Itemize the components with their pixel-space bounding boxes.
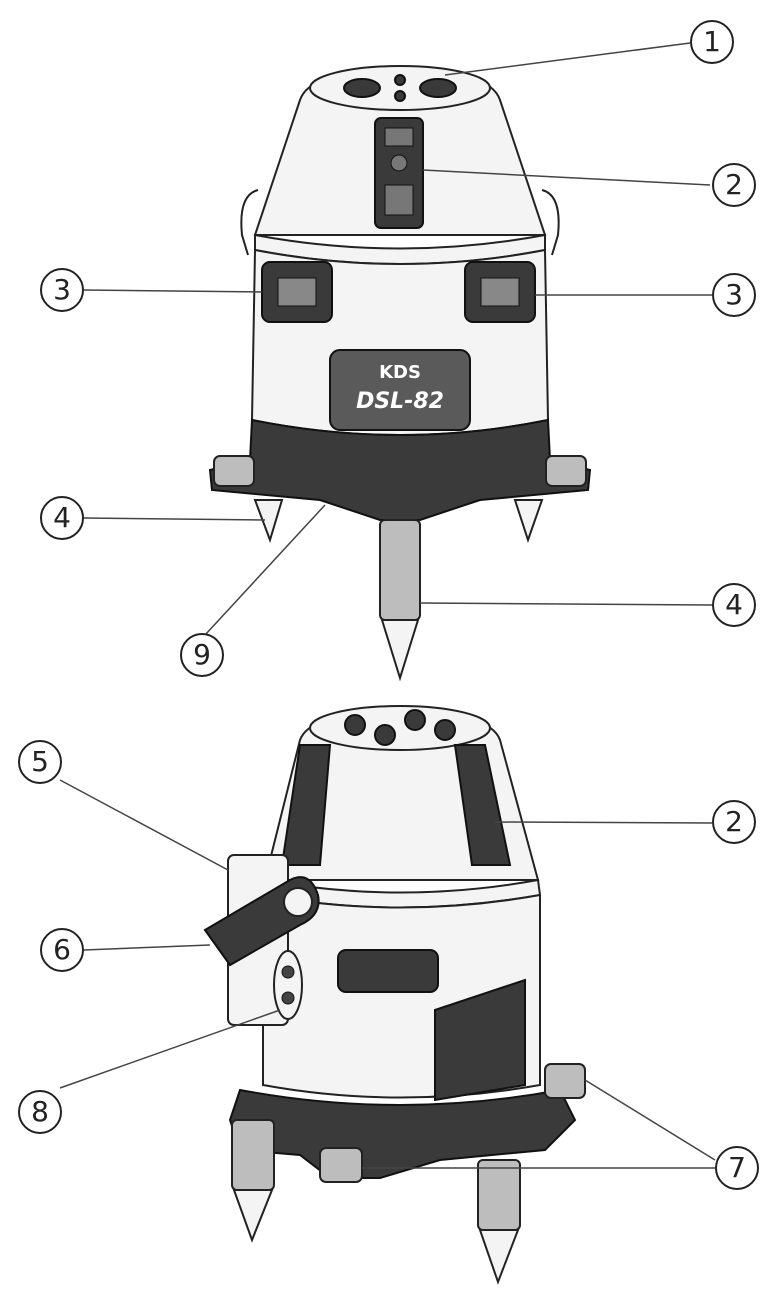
callout-9: 9 xyxy=(180,633,224,677)
leg-rear-front-tip xyxy=(478,1229,520,1285)
battery-dial xyxy=(273,950,303,1020)
leaders-top xyxy=(83,42,713,636)
callout-5: 5 xyxy=(18,740,62,784)
tripod-base-rear xyxy=(228,1088,577,1179)
top-indicator-2 xyxy=(394,90,406,102)
handle-left xyxy=(240,189,259,256)
callout-1: 1 xyxy=(690,20,734,64)
side-window-left-lens xyxy=(277,277,317,307)
leader-2-top xyxy=(422,169,711,186)
laser-level-rear-view xyxy=(203,705,586,1285)
brand-plate xyxy=(329,349,471,431)
top-control-panel xyxy=(309,65,491,111)
leg-rear-front-shaft xyxy=(477,1159,521,1231)
dial-dot-2 xyxy=(281,991,295,1005)
top-control-panel-rear xyxy=(309,705,491,751)
leg-front-shaft xyxy=(379,519,421,621)
level-knob-left xyxy=(213,455,255,487)
callout-3-left: 3 xyxy=(40,268,84,312)
power-switch xyxy=(337,949,439,993)
leader-4-left xyxy=(83,517,266,521)
leader-7-a xyxy=(584,1079,716,1161)
leader-9 xyxy=(204,504,326,636)
rear-top-button-3 xyxy=(404,709,426,731)
receiver-panel xyxy=(434,978,526,1102)
leaders-bottom xyxy=(59,779,716,1169)
laser-window-slot-lower xyxy=(384,184,414,216)
callout-7: 7 xyxy=(715,1146,759,1190)
callout-8: 8 xyxy=(18,1090,62,1134)
laser-level-front-view: KDS DSL-82 xyxy=(208,65,592,682)
leg-front-tip xyxy=(380,619,420,682)
top-button-left xyxy=(343,78,381,98)
laser-window-rear-left xyxy=(280,744,332,866)
dial-dot-1 xyxy=(281,965,295,979)
brand-label: KDS xyxy=(379,362,421,383)
callout-4-left: 4 xyxy=(40,496,84,540)
rear-top-button-2 xyxy=(374,724,396,746)
laser-window-rear-right xyxy=(453,744,512,866)
leg-rear-left-tip xyxy=(232,1189,274,1243)
model-label: DSL-82 xyxy=(356,389,444,414)
callout-2-top: 2 xyxy=(712,163,756,207)
laser-window-slot xyxy=(384,127,414,147)
rear-top-button-4 xyxy=(434,719,456,741)
top-indicator xyxy=(394,74,406,86)
level-knob-rear-right xyxy=(544,1063,586,1099)
side-window-right-lens xyxy=(480,277,520,307)
callout-2-bottom: 2 xyxy=(712,800,756,844)
level-knob-rear-front xyxy=(319,1147,363,1183)
callout-3-right: 3 xyxy=(712,273,756,317)
rear-top-button-1 xyxy=(344,714,366,736)
level-knob-right xyxy=(545,455,587,487)
leader-5 xyxy=(59,779,229,871)
leader-8 xyxy=(59,1009,281,1089)
leader-3-left xyxy=(83,289,263,293)
handle-right xyxy=(541,189,560,256)
leader-2-bottom xyxy=(494,821,713,824)
leader-4-right xyxy=(419,602,713,606)
leg-rear-left-shaft xyxy=(231,1119,275,1191)
leader-6 xyxy=(83,944,211,951)
top-button-right xyxy=(419,78,457,98)
callout-6: 6 xyxy=(40,928,84,972)
callout-4-right: 4 xyxy=(712,583,756,627)
strap-pivot xyxy=(283,887,313,917)
laser-emitter xyxy=(390,154,408,172)
leg-right xyxy=(513,499,544,544)
leader-1 xyxy=(444,42,691,76)
